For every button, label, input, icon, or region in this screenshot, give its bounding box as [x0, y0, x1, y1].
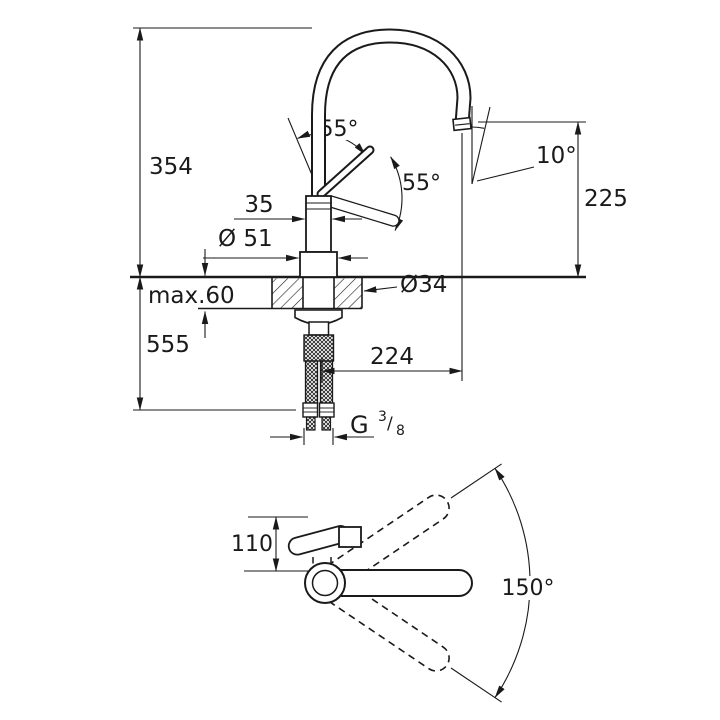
label-backdrop — [498, 576, 558, 600]
thread-slash-label: / — [387, 414, 393, 434]
lever-alt-outline — [325, 195, 400, 227]
dimension-lever-angle-side: 55° — [390, 156, 441, 231]
lever-knob-plan — [338, 526, 362, 548]
dim-555-label: 555 — [146, 332, 190, 358]
base-circle-inner — [311, 569, 339, 597]
swivel-ext-bottom — [450, 667, 502, 703]
countertop-section — [130, 275, 586, 310]
counter-hatch-right — [334, 278, 362, 308]
spout-swivel-down — [316, 571, 450, 672]
faucet-base — [299, 251, 338, 278]
tilt-ref-angled — [471, 106, 491, 185]
shank-stem — [308, 321, 330, 336]
angle-55-side-label: 55° — [402, 171, 441, 196]
spout-outlet — [452, 116, 472, 132]
dimension-body-width: 35 — [234, 192, 362, 223]
lever-handle-inner — [318, 147, 373, 197]
thread-numerator-label: 3 — [378, 409, 387, 425]
hose-nut-right — [318, 402, 335, 418]
side-view: 354 555 max.60 Ø 51 — [130, 27, 628, 445]
d34-label: Ø34 — [400, 272, 447, 298]
dimension-deck-thickness: max.60 — [148, 249, 235, 338]
dimension-spout-tilt: 10° — [471, 106, 577, 185]
tilt-arc — [471, 126, 485, 129]
d35-label: 35 — [244, 192, 273, 218]
spout-swivel-up — [316, 494, 450, 595]
dim-110-label: 110 — [231, 532, 273, 557]
max60-label: max.60 — [148, 283, 235, 309]
lever-alt-position — [325, 195, 400, 227]
spout-plan-solid — [324, 569, 473, 597]
tilt-leader — [476, 166, 535, 182]
dim-224-label: 224 — [370, 344, 414, 370]
dim-354-label: 354 — [149, 154, 193, 180]
dimension-plan-depth: 110 — [231, 516, 310, 572]
dim-225-label: 225 — [584, 186, 628, 212]
angle-10-label: 10° — [536, 143, 577, 169]
counter-hatch-left — [272, 278, 303, 308]
spout-tube-inner — [313, 30, 470, 200]
spout-dashed-outline — [316, 571, 450, 672]
aerator-line — [455, 123, 470, 126]
label-backdrop — [316, 119, 362, 140]
thread-prefix-label: G — [350, 411, 369, 439]
dimension-swivel-angle: 150° — [450, 463, 558, 703]
faucet-side — [299, 28, 472, 278]
thread-tip-right — [321, 416, 332, 431]
d34-leader — [363, 286, 398, 293]
angle-150-label: 150° — [502, 576, 555, 601]
hose-nut-left — [302, 402, 319, 418]
swivel-ext-top — [450, 463, 502, 499]
flex-hose-right — [319, 360, 334, 404]
d51-label: Ø 51 — [218, 226, 273, 252]
dimension-hole-diameter: Ø34 — [363, 272, 447, 298]
hose-bundle — [303, 334, 335, 362]
cartridge-housing — [305, 195, 332, 253]
flex-hose-left — [304, 360, 319, 404]
plan-view: 150° 110 — [231, 463, 558, 703]
dimension-outlet-height: 225 — [478, 121, 628, 278]
thread-denominator-label: 8 — [396, 423, 405, 439]
dimension-lever-angle-top: 55° — [287, 117, 366, 195]
under-counter-assembly — [294, 309, 343, 431]
spout-dashed-outline — [316, 494, 450, 595]
dimension-overall-heights: 354 555 — [133, 27, 312, 411]
dimension-spout-projection: 224 — [321, 133, 463, 381]
thread-tip-left — [305, 416, 316, 431]
dimension-thread: G 3 / 8 — [270, 409, 405, 445]
dimension-base-diameter: Ø 51 — [203, 226, 368, 262]
